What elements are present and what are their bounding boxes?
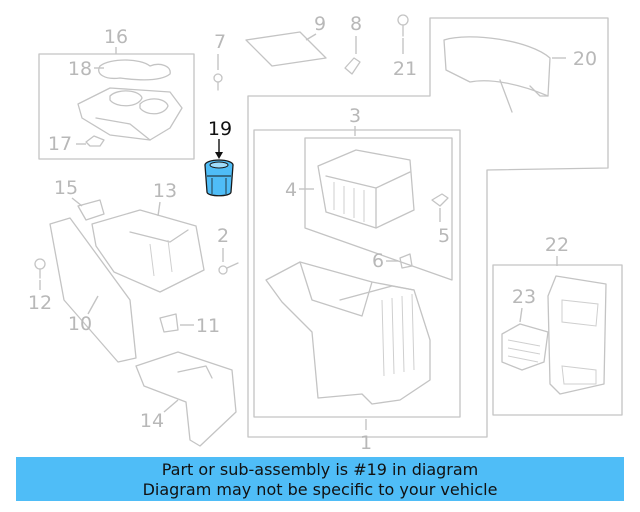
callout-18: 18 [68, 58, 92, 80]
part-13-frame [91, 209, 205, 293]
callout-20: 20 [573, 48, 597, 70]
part-9-pad [245, 31, 327, 67]
callout-7: 7 [214, 31, 226, 53]
callout-6: 6 [372, 250, 384, 272]
callout-2: 2 [217, 225, 229, 247]
part-6-clip [399, 253, 413, 269]
part-7-screw [213, 73, 223, 91]
callout-21: 21 [393, 58, 417, 80]
callout-15: 15 [54, 177, 78, 199]
callout-17: 17 [48, 133, 72, 155]
part-1-console-body [265, 261, 431, 405]
callout-8: 8 [350, 13, 362, 35]
callout-5: 5 [438, 225, 450, 247]
callout-9: 9 [314, 13, 326, 35]
part-2-screw [218, 262, 239, 275]
part-5-clip [431, 193, 449, 207]
group-box-3 [304, 137, 453, 281]
callout-3: 3 [349, 105, 361, 127]
callout-1: 1 [360, 432, 372, 454]
callout-13: 13 [153, 180, 177, 202]
part-11-clip [159, 313, 179, 333]
callout-22: 22 [545, 234, 569, 256]
part-19-cup-holder-insert [204, 159, 234, 197]
callout-23: 23 [512, 286, 536, 308]
callout-12: 12 [28, 292, 52, 314]
part-16-cupholder-tray [77, 59, 183, 141]
part-22-rear-panel [547, 275, 607, 395]
callout-11: 11 [196, 315, 220, 337]
callout-19: 19 [208, 118, 232, 140]
callout-4: 4 [285, 179, 297, 201]
part-12-push-pin [34, 258, 46, 279]
part-8-clip [344, 57, 361, 75]
inner-box-1 [253, 129, 461, 418]
info-banner: Part or sub-assembly is #19 in diagram D… [16, 457, 624, 501]
part-14-lower-bracket [135, 351, 237, 447]
banner-line-1: Part or sub-assembly is #19 in diagram [161, 460, 479, 479]
part-20-armrest-lid [443, 36, 551, 113]
part-23-vent [501, 323, 549, 371]
console-outline-frame [247, 17, 609, 438]
part-10-side-panel [49, 217, 137, 363]
part-15-bracket [77, 199, 105, 221]
part-3-storage-bin [317, 149, 415, 229]
part-21-screw [397, 14, 409, 37]
banner-line-2: Diagram may not be specific to your vehi… [142, 480, 498, 499]
part-17-clip [85, 135, 105, 147]
callout-14: 14 [140, 410, 164, 432]
callout-10: 10 [68, 313, 92, 335]
callout-16: 16 [104, 26, 128, 48]
